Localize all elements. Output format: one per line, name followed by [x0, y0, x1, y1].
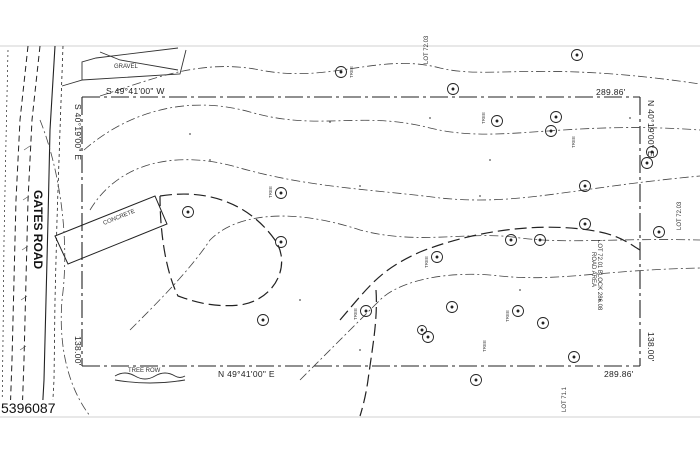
tree-symbols — [182, 49, 665, 386]
tree-symbol — [579, 218, 591, 230]
tree-symbol — [360, 305, 372, 317]
west-distance: 138.00' — [73, 336, 83, 366]
lot-bottom-label: LOT 71.1 — [562, 386, 568, 412]
road-lines — [1, 45, 64, 417]
tree-row — [114, 372, 186, 384]
block-sub-label: ROAD AREA — [590, 252, 596, 287]
tree-symbol — [641, 157, 653, 169]
top-left-bearing: S 49°41'00" W — [106, 86, 165, 96]
concrete-walk — [54, 195, 168, 265]
tree-symbol — [491, 115, 503, 127]
spot-elevations — [189, 117, 631, 351]
tree-symbol — [512, 305, 524, 317]
tree-symbol — [646, 146, 658, 158]
tree-symbol — [505, 234, 517, 246]
property-boundary — [81, 96, 641, 367]
clearing-edge — [159, 193, 641, 417]
east-distance: 138.00' — [646, 332, 656, 362]
gravel-label: GRAVEL — [114, 64, 139, 70]
tree-symbol — [446, 301, 458, 313]
mls-number: 5396087 — [0, 400, 57, 416]
boundary-labels: S 49°41'00" W 289.86' N 49°41'00" E 289.… — [73, 86, 656, 379]
tree-symbol — [447, 83, 459, 95]
tree-tag: TREE — [353, 308, 358, 320]
tree-tags: TREE TREE TREE TREE TREE TREE TREE TREE — [268, 66, 576, 352]
tree-symbol — [422, 331, 434, 343]
tree-symbol — [571, 49, 583, 61]
tree-symbol — [257, 314, 269, 326]
west-bearing: S 40°19'00" E — [73, 104, 83, 160]
tree-symbol — [417, 325, 427, 335]
tree-tag: TREE — [424, 256, 429, 268]
road-name: GATES ROAD — [31, 190, 45, 269]
tree-row-label: TREE ROW — [128, 368, 161, 374]
tree-symbol — [568, 351, 580, 363]
tree-tag: TREE — [505, 310, 510, 322]
block-label: LOT 72.01 BLOCK 286.08 — [596, 240, 602, 311]
tree-tag: TREE — [349, 66, 354, 78]
tree-tag: TREE — [481, 112, 486, 124]
tree-symbol — [182, 206, 194, 218]
tree-tag: TREE — [268, 186, 273, 198]
tree-symbol — [470, 374, 482, 386]
tree-symbol — [275, 187, 287, 199]
tree-symbol — [653, 226, 665, 238]
east-bearing: N 40°19'00" E — [646, 100, 656, 157]
lot-right-label: LOT 72.03 — [677, 201, 683, 230]
tree-symbol — [275, 236, 287, 248]
tree-symbol — [545, 125, 557, 137]
south-bearing: N 49°41'00" E — [218, 369, 275, 379]
tree-symbol — [537, 317, 549, 329]
contour-lines — [39, 63, 700, 417]
south-distance: 289.86' — [604, 369, 634, 379]
north-distance: 289.86' — [596, 87, 626, 97]
tree-symbol — [534, 234, 546, 246]
tree-tag: TREE — [482, 340, 487, 352]
tree-tag: TREE — [571, 136, 576, 148]
gravel-area — [61, 47, 187, 87]
tree-symbol — [579, 180, 591, 192]
road-edge-ticks — [19, 145, 31, 351]
tree-symbol — [431, 251, 443, 263]
tree-symbol — [335, 66, 347, 78]
lot-top-label: LOT 72.03 — [424, 35, 430, 64]
tree-symbol — [550, 111, 562, 123]
concrete-label: CONCRETE — [103, 209, 136, 227]
